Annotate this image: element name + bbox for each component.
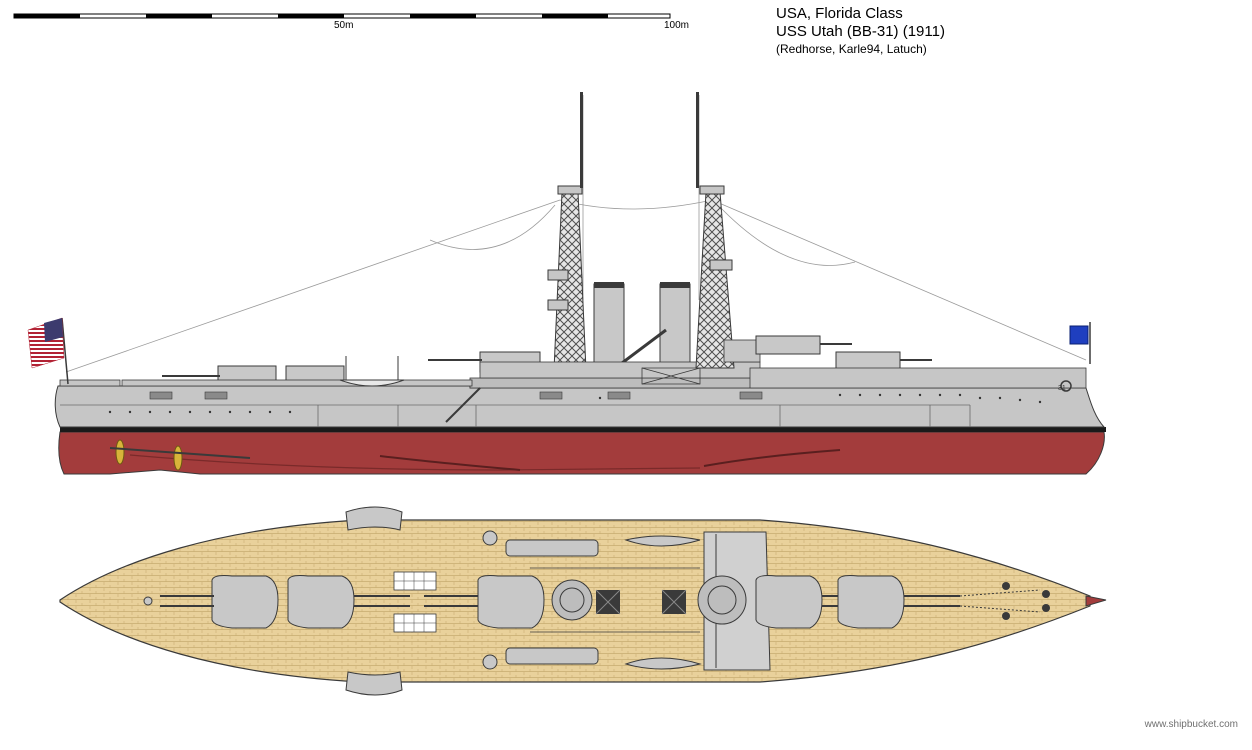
fore-cage-mast bbox=[695, 92, 735, 369]
bow-number: 31 bbox=[1058, 385, 1066, 392]
credits-line: (Redhorse, Karle94, Latuch) bbox=[776, 42, 927, 56]
funnel-tops bbox=[595, 589, 687, 615]
plan-turrets bbox=[211, 575, 905, 629]
ship-class-title: USA, Florida Class bbox=[776, 5, 903, 22]
watermark: www.shipbucket.com bbox=[1144, 719, 1238, 730]
mast-platforms bbox=[551, 575, 747, 625]
scale-bar bbox=[13, 13, 671, 19]
union-jack-icon bbox=[1069, 325, 1089, 345]
funnels bbox=[593, 282, 691, 375]
lower-hull bbox=[58, 431, 1105, 475]
scale-label-50m: 50m bbox=[334, 20, 354, 31]
anchor-icon bbox=[1060, 380, 1072, 392]
deck-plan bbox=[59, 506, 1107, 696]
us-flag-icon bbox=[27, 317, 65, 369]
aft-turrets bbox=[121, 365, 473, 387]
aft-cage-mast bbox=[547, 92, 587, 371]
side-profile bbox=[27, 92, 1106, 475]
ship-name-title: USS Utah (BB-31) (1911) bbox=[776, 23, 945, 40]
scale-label-100m: 100m bbox=[664, 20, 690, 31]
forward-turrets bbox=[749, 335, 1087, 389]
